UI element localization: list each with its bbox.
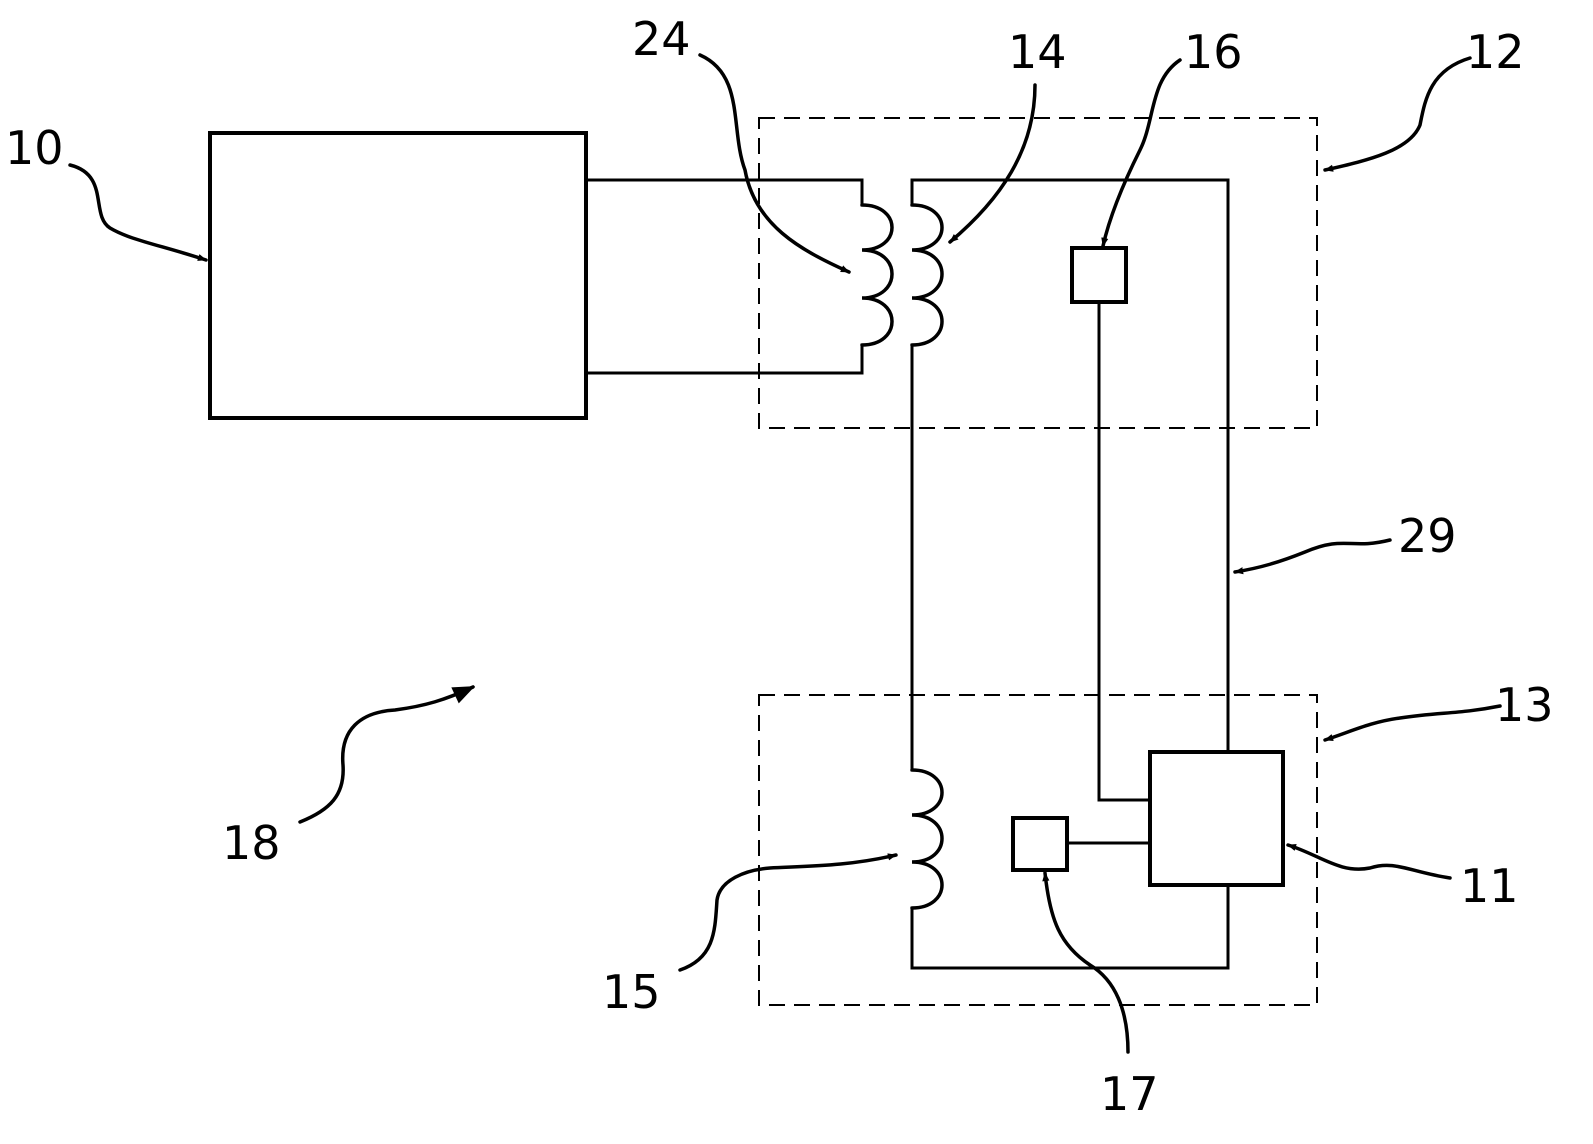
leader-14 xyxy=(950,85,1035,242)
leader-16 xyxy=(1103,60,1180,246)
control-box-11 xyxy=(1150,752,1283,885)
label-13: 13 xyxy=(1495,678,1554,732)
wire-15-bottom-loop xyxy=(912,885,1228,968)
label-10: 10 xyxy=(5,121,64,175)
leader-17 xyxy=(1045,873,1128,1052)
power-source-box xyxy=(210,133,586,418)
enclosure-13-dashed xyxy=(759,695,1317,1005)
leader-15 xyxy=(680,855,896,970)
sensor-box-16 xyxy=(1072,248,1126,302)
sensor-box-17 xyxy=(1013,818,1067,870)
leader-24 xyxy=(700,55,849,272)
label-17: 17 xyxy=(1100,1067,1159,1121)
wire-16-to-11 xyxy=(1099,302,1150,800)
label-15: 15 xyxy=(602,965,661,1019)
leader-29 xyxy=(1235,540,1390,572)
leader-10 xyxy=(70,165,206,260)
label-29: 29 xyxy=(1398,509,1457,563)
coil-15 xyxy=(912,770,942,908)
primary-wire-top xyxy=(586,180,862,205)
label-14: 14 xyxy=(1008,25,1067,79)
leader-11 xyxy=(1288,845,1450,878)
label-24: 24 xyxy=(632,12,691,66)
label-11: 11 xyxy=(1460,859,1519,913)
label-18: 18 xyxy=(222,816,281,870)
primary-coil-24 xyxy=(862,205,892,345)
enclosure-12-dashed xyxy=(759,118,1317,428)
leader-12 xyxy=(1325,58,1470,170)
secondary-coil-14 xyxy=(912,205,942,345)
primary-wire-bottom xyxy=(586,345,862,373)
leader-13 xyxy=(1325,706,1500,740)
label-16: 16 xyxy=(1184,25,1243,79)
label-12: 12 xyxy=(1466,25,1525,79)
leader-18 xyxy=(300,687,473,822)
